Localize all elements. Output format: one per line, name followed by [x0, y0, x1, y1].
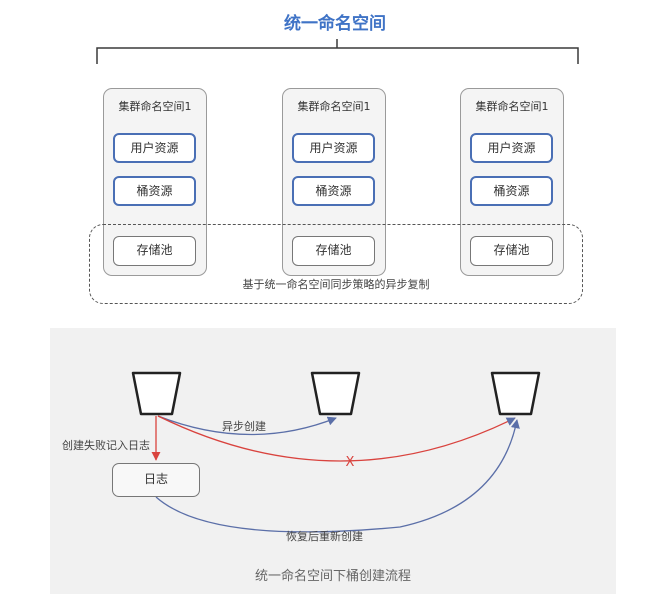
storage-pool-box: 存储池 [292, 236, 375, 266]
bucket-resource-box: 桶资源 [113, 176, 196, 206]
cluster-namespace-1: 集群命名空间1 用户资源 桶资源 存储池 [103, 88, 207, 276]
user-resource-box: 用户资源 [292, 133, 375, 163]
storage-pool-box: 存储池 [470, 236, 553, 266]
diagram-title: 统一命名空间 [284, 14, 386, 34]
flow-caption: 统一命名空间下桶创建流程 [254, 569, 411, 584]
bucket-icon [310, 371, 361, 416]
recover-recreate-arrow [155, 419, 520, 533]
log-box: 日志 [112, 463, 200, 497]
failure-mark: X [346, 455, 355, 470]
failed-create-arrow [157, 415, 516, 462]
replication-policy-label: 基于统一命名空间同步策略的异步复制 [242, 278, 430, 291]
bucket-resource-box: 桶资源 [470, 176, 553, 206]
cluster-title: 集群命名空间1 [475, 100, 549, 113]
user-resource-box: 用户资源 [113, 133, 196, 163]
create-fail-log-label: 创建失败记入日志 [62, 439, 150, 452]
bucket-icon [131, 371, 182, 416]
cluster-namespace-3: 集群命名空间1 用户资源 桶资源 存储池 [460, 88, 564, 276]
cluster-namespace-2: 集群命名空间1 用户资源 桶资源 存储池 [282, 88, 386, 276]
async-create-arrow [157, 415, 337, 436]
namespace-brace [96, 39, 579, 64]
bucket-icon [490, 371, 541, 416]
recover-recreate-label: 恢复后重新创建 [286, 530, 363, 543]
cluster-title: 集群命名空间1 [118, 100, 192, 113]
replication-region [89, 224, 583, 304]
cluster-title: 集群命名空间1 [297, 100, 371, 113]
user-resource-box: 用户资源 [470, 133, 553, 163]
bucket-resource-box: 桶资源 [292, 176, 375, 206]
async-create-label: 异步创建 [222, 420, 266, 433]
storage-pool-box: 存储池 [113, 236, 196, 266]
